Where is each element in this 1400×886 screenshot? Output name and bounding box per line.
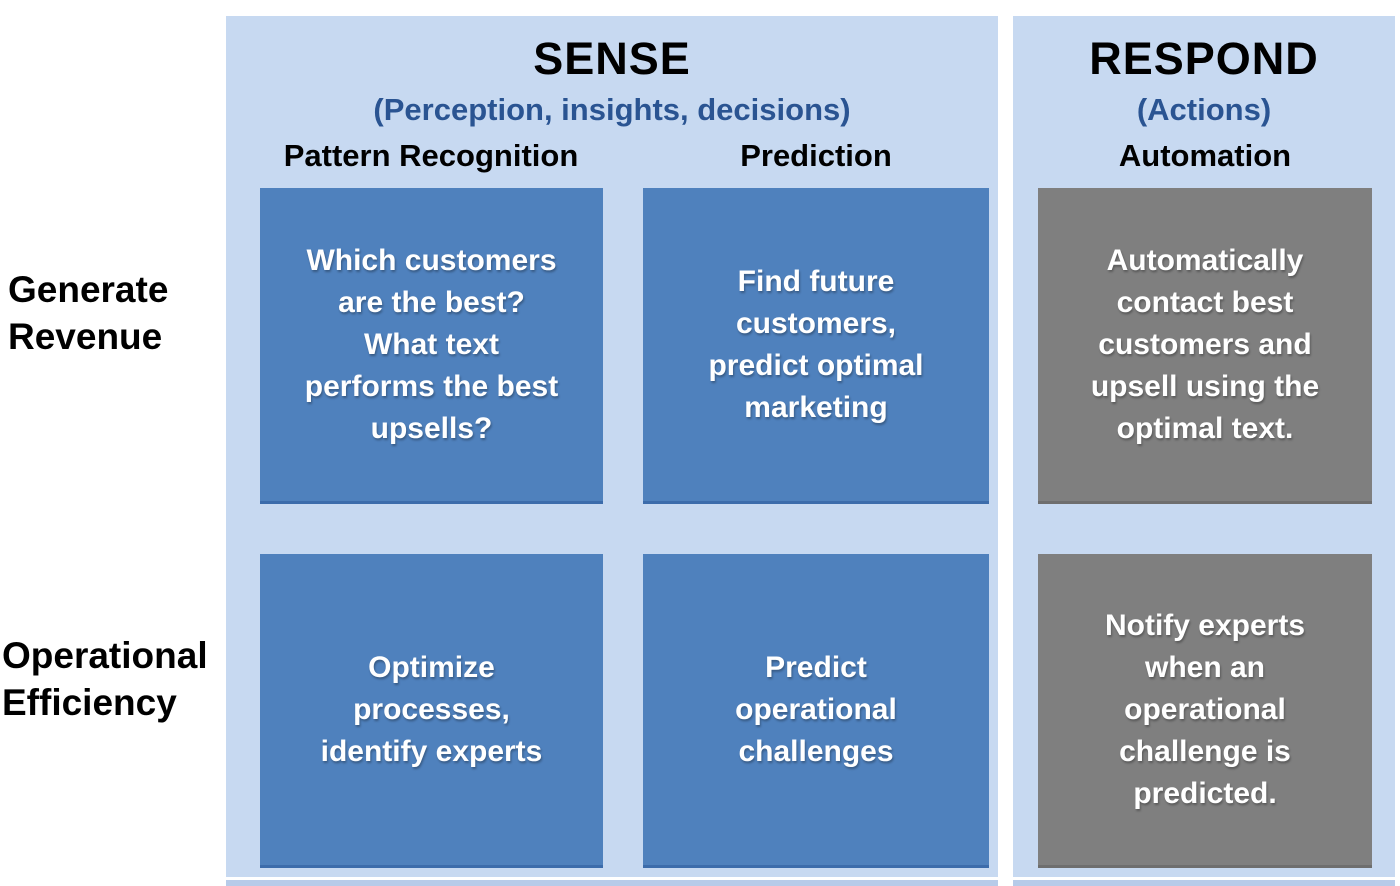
column-header-automation: Automation xyxy=(1118,138,1292,173)
respond-group-title: RESPOND xyxy=(1089,33,1319,84)
sense-group-title: SENSE xyxy=(533,33,691,84)
row-label-generate-revenue: Generate Revenue xyxy=(8,269,169,358)
row-label-operational-efficiency: Operational Efficiency xyxy=(2,635,208,724)
cell-automation-operational-efficiency: Notify experts when an operational chall… xyxy=(1038,554,1372,868)
cell-prediction-operational-efficiency: Predict operational challenges xyxy=(643,554,989,868)
cell-prediction-generate-revenue: Find future customers, predict optimal m… xyxy=(643,188,989,504)
cell-automation-generate-revenue: Automatically contact best customers and… xyxy=(1038,188,1372,504)
column-header-pattern-recognition: Pattern Recognition xyxy=(283,138,579,173)
cell-pattern-recognition-generate-revenue: Which customers are the best? What text … xyxy=(260,188,603,504)
respond-group-subtitle: (Actions) xyxy=(1136,92,1272,127)
cell-pattern-recognition-operational-efficiency: Optimize processes, identify experts xyxy=(260,554,603,868)
respond-panel-bottom-edge-strip xyxy=(1013,877,1395,886)
column-header-prediction: Prediction xyxy=(740,138,892,173)
sense-panel-bottom-edge-strip xyxy=(226,877,998,886)
sense-group-subtitle: (Perception, insights, decisions) xyxy=(373,92,851,127)
